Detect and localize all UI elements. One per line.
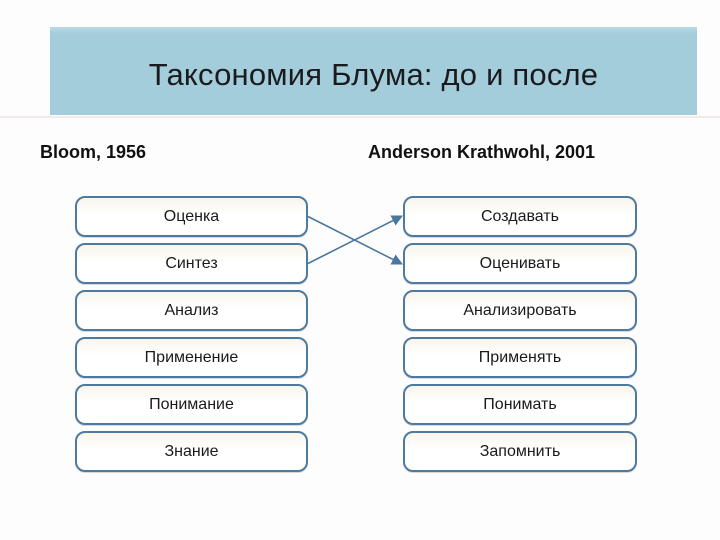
taxonomy-box: Понимать xyxy=(403,384,637,425)
taxonomy-box: Запомнить xyxy=(403,431,637,472)
taxonomy-box: Создавать xyxy=(403,196,637,237)
banner-underline xyxy=(0,116,720,118)
column-header-anderson: Anderson Krathwohl, 2001 xyxy=(368,142,596,162)
column-header-bloom: Bloom, 1956 xyxy=(40,142,147,162)
title-banner: Таксономия Блума: до и после xyxy=(50,27,697,115)
taxonomy-box: Оценивать xyxy=(403,243,637,284)
taxonomy-box: Понимание xyxy=(75,384,308,425)
connector-line xyxy=(307,215,403,265)
taxonomy-box: Синтез xyxy=(75,243,308,284)
taxonomy-box: Анализировать xyxy=(403,290,637,331)
taxonomy-box: Знание xyxy=(75,431,308,472)
taxonomy-box: Анализ xyxy=(75,290,308,331)
slide-title: Таксономия Блума: до и после xyxy=(148,57,599,92)
taxonomy-box: Применение xyxy=(75,337,308,378)
connector-line xyxy=(307,215,403,265)
taxonomy-box: Оценка xyxy=(75,196,308,237)
taxonomy-box: Применять xyxy=(403,337,637,378)
